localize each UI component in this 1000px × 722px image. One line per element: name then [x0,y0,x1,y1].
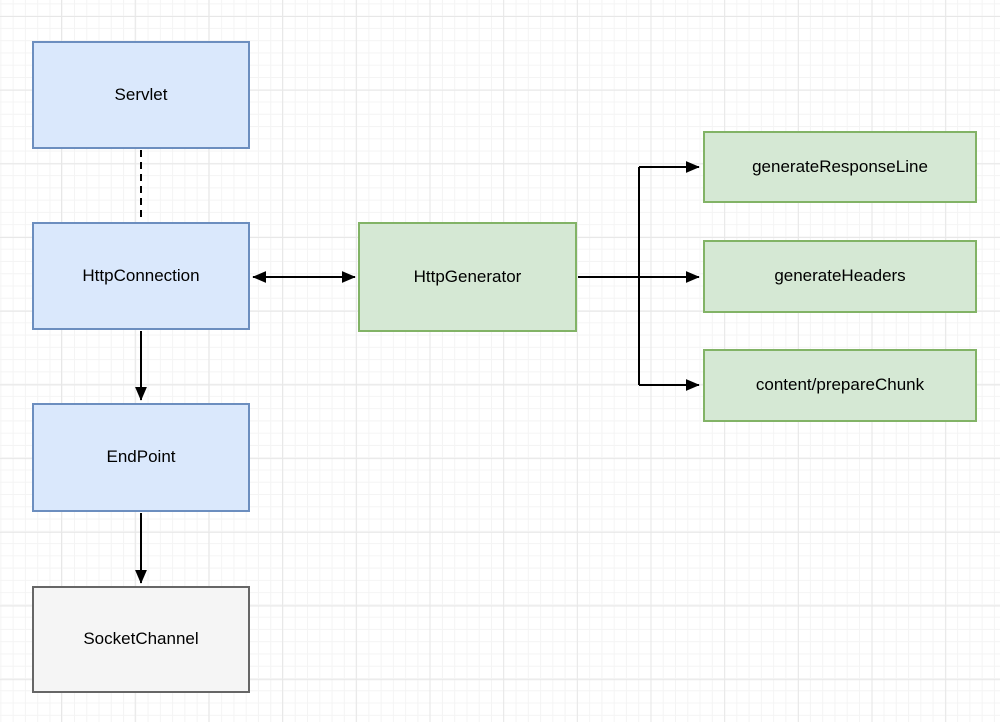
edge-httpgenerator-trunk[interactable] [578,167,640,385]
node-generateresponseline[interactable]: generateResponseLine [703,131,977,203]
node-generateheaders[interactable]: generateHeaders [703,240,977,313]
node-httpconnection-label: HttpConnection [82,265,200,285]
node-generateresponseline-label: generateResponseLine [752,156,928,176]
node-socketchannel-label: SocketChannel [83,629,199,649]
node-contentpreparechunk[interactable]: content/prepareChunk [703,349,977,422]
node-contentpreparechunk-label: content/prepareChunk [755,375,925,395]
node-socketchannel[interactable]: SocketChannel [32,586,250,693]
node-servlet-label: Servlet [114,84,168,104]
node-endpoint-label: EndPoint [106,447,176,467]
node-httpconnection[interactable]: HttpConnection [32,222,250,330]
node-generateheaders-label: generateHeaders [774,266,906,286]
node-httpgenerator-label: HttpGenerator [413,266,522,286]
node-servlet[interactable]: Servlet [32,41,250,149]
node-httpgenerator[interactable]: HttpGenerator [358,222,577,332]
node-endpoint[interactable]: EndPoint [32,403,250,512]
